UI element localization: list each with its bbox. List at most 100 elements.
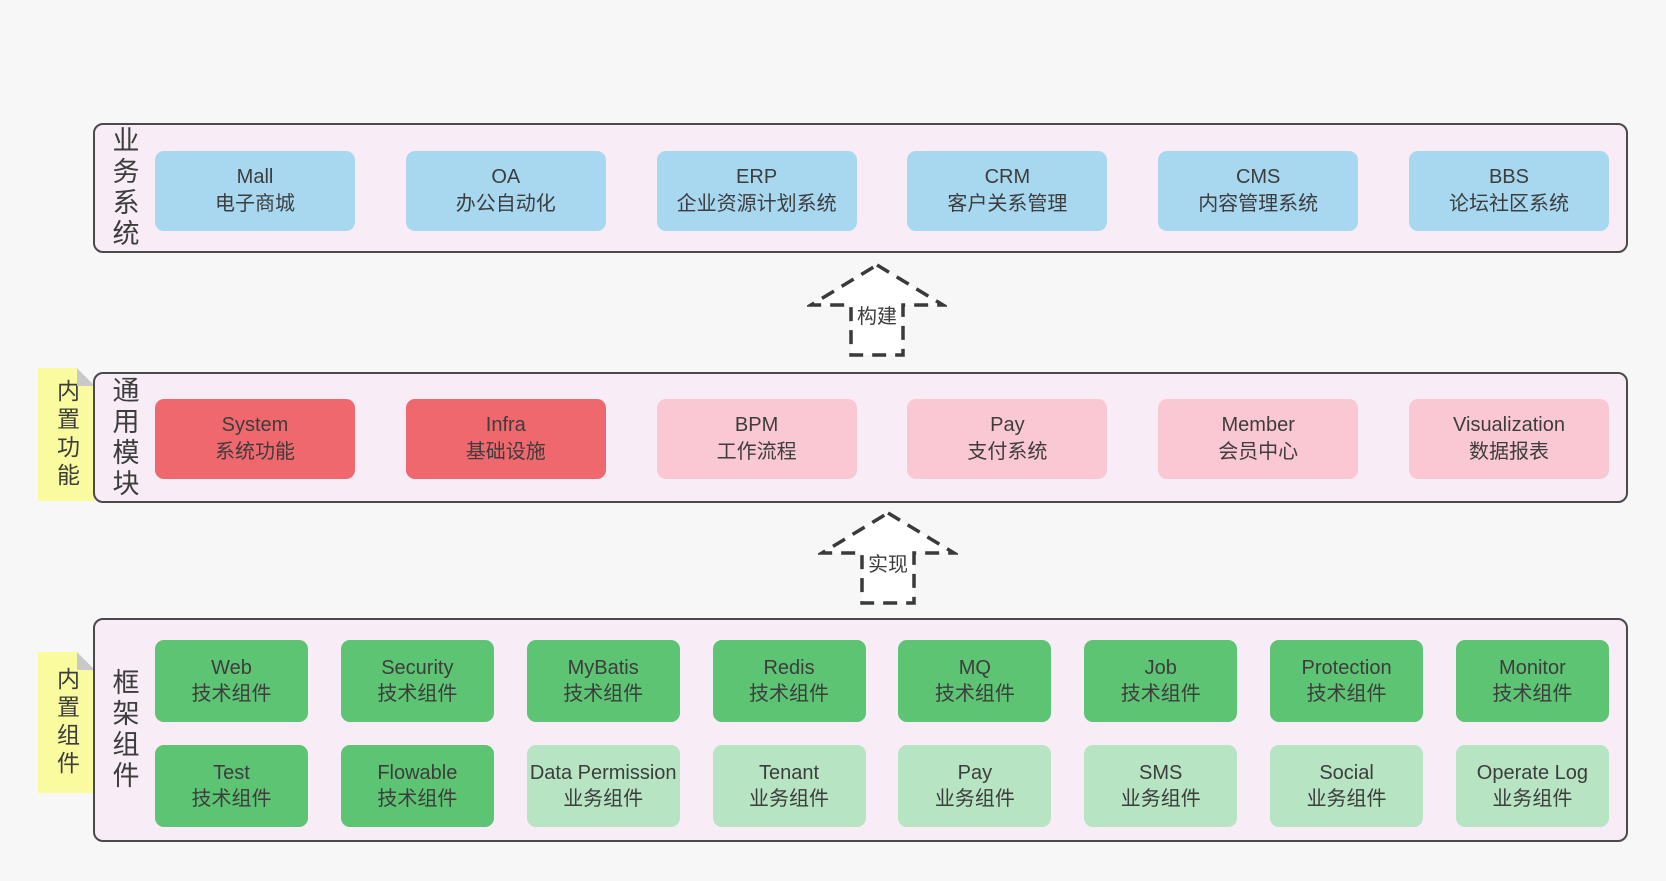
box-desc: 技术组件 xyxy=(191,683,272,705)
module-box-bpm: BPM 工作流程 xyxy=(656,399,857,479)
box-name: Security xyxy=(381,657,454,679)
box-name: MyBatis xyxy=(567,657,639,679)
band-common-modules: 通用模块 System 系统功能 Infra 基础设施 BPM 工作流程 Pay 支付系统 Me… xyxy=(93,372,1628,503)
module-box-oa: OA 办公自动化 xyxy=(405,151,606,231)
box-desc: 技术组件 xyxy=(749,683,830,705)
module-box-sms: SMS 业务组件 xyxy=(1084,745,1238,827)
box-desc: 内容管理系统 xyxy=(1198,193,1319,215)
box-desc: 业务组件 xyxy=(1492,788,1573,810)
module-box-data-permission: Data Permission 业务组件 xyxy=(526,745,680,827)
dashed-up-arrow-implement: 实现 xyxy=(818,510,958,606)
box-desc: 业务组件 xyxy=(563,788,644,810)
module-box-visualization: Visualization 数据报表 xyxy=(1408,399,1609,479)
arrow-label-implement: 实现 xyxy=(865,552,911,579)
box-desc: 技术组件 xyxy=(377,683,458,705)
module-box-system: System 系统功能 xyxy=(155,399,355,479)
module-box-mybatis: MyBatis 技术组件 xyxy=(526,640,680,722)
box-desc: 办公自动化 xyxy=(455,193,556,215)
box-desc: 系统功能 xyxy=(215,441,295,463)
module-box-pay: Pay 支付系统 xyxy=(907,399,1108,479)
sticky-note-label: 内置功能 xyxy=(53,378,80,491)
module-box-member: Member 会员中心 xyxy=(1158,399,1359,479)
sticky-note-built-in-features: 内置功能 xyxy=(38,368,95,501)
box-desc: 技术组件 xyxy=(1306,683,1387,705)
box-name: Member xyxy=(1221,414,1295,436)
band-business-systems: 业务系统 Mall 电子商城 OA 办公自动化 ERP 企业资源计划系统 CRM 客户关系管理… xyxy=(93,123,1628,253)
box-name: SMS xyxy=(1139,762,1183,784)
dashed-up-arrow-build: 构建 xyxy=(807,262,947,358)
box-desc: 企业资源计划系统 xyxy=(676,193,837,215)
box-name: OA xyxy=(491,166,521,188)
box-name: CRM xyxy=(984,166,1031,188)
box-desc: 支付系统 xyxy=(967,441,1048,463)
box-name: Pay xyxy=(957,762,993,784)
module-box-operate-log: Operate Log 业务组件 xyxy=(1455,745,1609,827)
band-label-business-systems: 业务系统 xyxy=(108,126,139,250)
box-name: Visualization xyxy=(1453,414,1565,436)
module-box-social: Social 业务组件 xyxy=(1270,745,1424,827)
box-desc: 工作流程 xyxy=(716,441,797,463)
module-box-security: Security 技术组件 xyxy=(340,640,494,722)
box-name: Job xyxy=(1144,657,1177,679)
box-desc: 客户关系管理 xyxy=(947,193,1068,215)
sticky-note-label: 内置组件 xyxy=(53,666,80,779)
box-desc: 论坛社区系统 xyxy=(1448,193,1569,215)
box-name: Redis xyxy=(763,657,815,679)
module-box-mall: Mall 电子商城 xyxy=(155,151,355,231)
common-modules-boxes: System 系统功能 Infra 基础设施 BPM 工作流程 Pay 支付系统 Member 会… xyxy=(155,399,1609,479)
box-desc: 电子商城 xyxy=(215,193,295,215)
box-desc: 数据报表 xyxy=(1468,441,1549,463)
box-desc: 技术组件 xyxy=(934,683,1015,705)
box-desc: 会员中心 xyxy=(1218,441,1299,463)
module-box-test: Test 技术组件 xyxy=(155,745,308,827)
box-desc: 业务组件 xyxy=(749,788,830,810)
box-desc: 基础设施 xyxy=(465,441,546,463)
box-desc: 技术组件 xyxy=(563,683,644,705)
sticky-fold-icon xyxy=(77,368,95,386)
module-box-protection: Protection 技术组件 xyxy=(1270,640,1424,722)
box-name: ERP xyxy=(736,166,778,188)
box-name: Flowable xyxy=(377,762,458,784)
box-name: Protection xyxy=(1301,657,1392,679)
band-label-framework-components: 框架组件 xyxy=(108,668,139,792)
module-box-monitor: Monitor 技术组件 xyxy=(1455,640,1609,722)
business-systems-boxes: Mall 电子商城 OA 办公自动化 ERP 企业资源计划系统 CRM 客户关系管理 CMS 内容… xyxy=(155,151,1609,231)
box-name: System xyxy=(221,414,289,436)
box-name: CMS xyxy=(1235,166,1281,188)
box-name: Web xyxy=(211,657,252,679)
module-box-web: Web 技术组件 xyxy=(155,640,308,722)
box-desc: 业务组件 xyxy=(1306,788,1387,810)
box-name: Monitor xyxy=(1499,657,1566,679)
box-name: BBS xyxy=(1488,166,1529,188)
box-desc: 技术组件 xyxy=(1120,683,1201,705)
box-desc: 技术组件 xyxy=(191,788,272,810)
band-label-common-modules: 通用模块 xyxy=(108,375,139,500)
box-name: Mall xyxy=(236,166,274,188)
box-name: Test xyxy=(213,762,250,784)
module-box-pay: Pay 业务组件 xyxy=(898,745,1052,827)
module-box-erp: ERP 企业资源计划系统 xyxy=(656,151,857,231)
box-name: Operate Log xyxy=(1476,762,1588,784)
sticky-fold-icon xyxy=(77,652,95,670)
box-name: BPM xyxy=(734,414,779,436)
box-name: Infra xyxy=(485,414,526,436)
box-name: Tenant xyxy=(759,762,820,784)
module-box-bbs: BBS 论坛社区系统 xyxy=(1408,151,1609,231)
box-name: Data Permission xyxy=(529,762,677,784)
box-desc: 业务组件 xyxy=(934,788,1015,810)
module-box-cms: CMS 内容管理系统 xyxy=(1158,151,1359,231)
box-desc: 技术组件 xyxy=(1492,683,1573,705)
box-name: Social xyxy=(1319,762,1374,784)
sticky-note-built-in-components: 内置组件 xyxy=(38,652,95,793)
module-box-tenant: Tenant 业务组件 xyxy=(712,745,866,827)
box-desc: 业务组件 xyxy=(1120,788,1201,810)
box-name: Pay xyxy=(990,414,1025,436)
module-box-redis: Redis 技术组件 xyxy=(712,640,866,722)
module-box-infra: Infra 基础设施 xyxy=(405,399,606,479)
